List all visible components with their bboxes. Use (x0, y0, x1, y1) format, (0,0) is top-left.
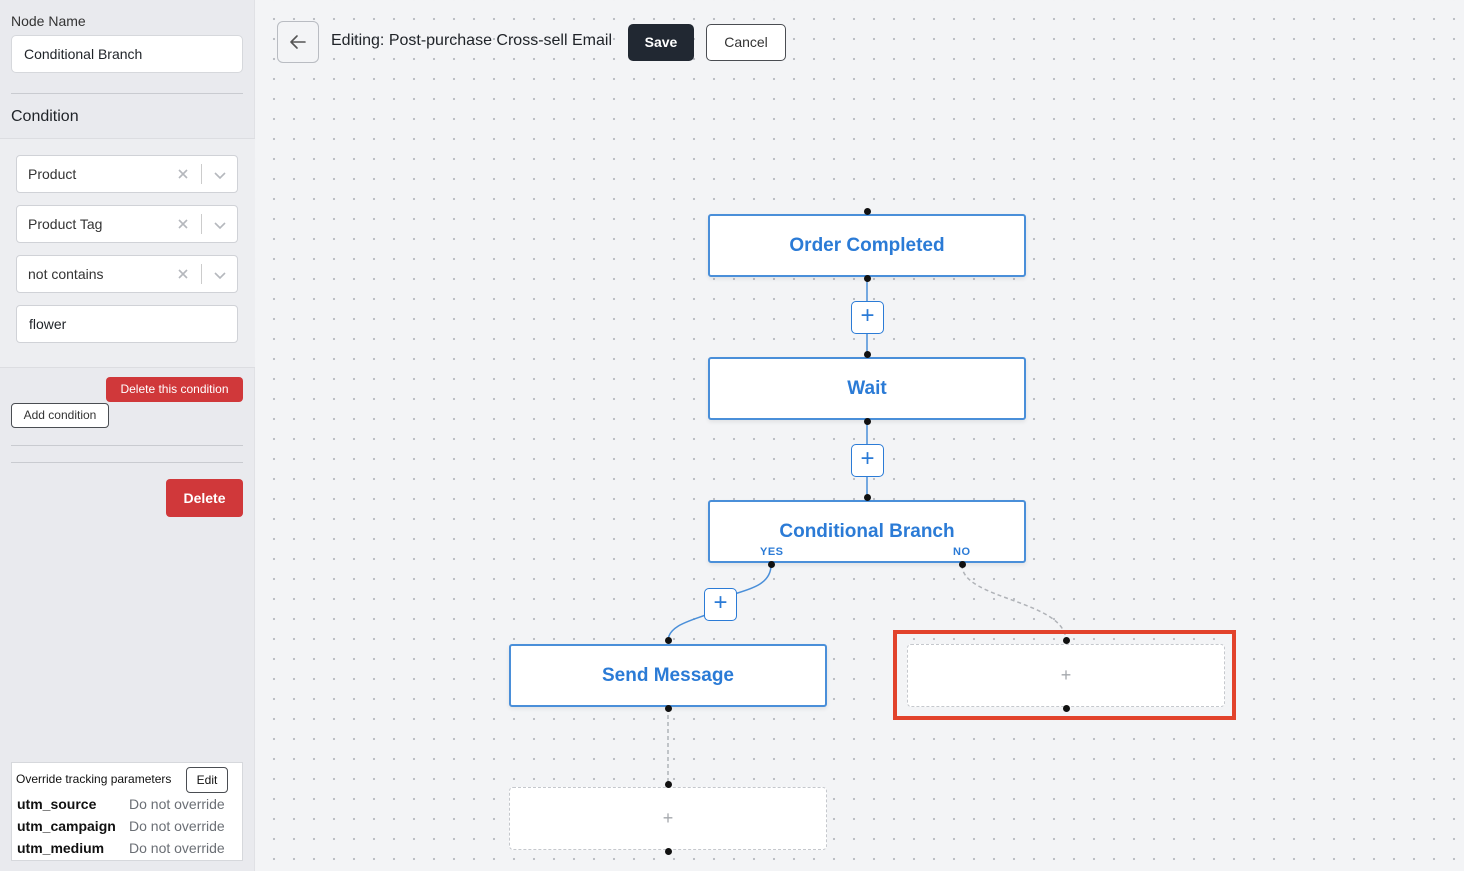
condition-property-select[interactable]: Product Tag (16, 205, 238, 243)
select-value: Product Tag (28, 216, 103, 232)
edit-tracking-button[interactable]: Edit (186, 767, 228, 793)
edge-no-branch (961, 564, 1067, 642)
close-icon[interactable] (174, 165, 192, 183)
connection-handle[interactable] (864, 275, 871, 282)
divider (11, 93, 243, 94)
select-separator (201, 214, 202, 234)
add-step-button[interactable]: + (851, 444, 884, 477)
connection-handle[interactable] (959, 561, 966, 568)
flow-node-wait[interactable]: Wait (708, 357, 1026, 420)
node-name-label: Node Name (11, 13, 86, 29)
add-node-placeholder-no[interactable]: + (907, 644, 1225, 707)
node-name-input[interactable]: Conditional Branch (11, 35, 243, 73)
connection-handle[interactable] (665, 781, 672, 788)
add-step-button[interactable]: + (851, 301, 884, 334)
select-value: Product (28, 166, 77, 182)
divider (11, 462, 243, 463)
save-button[interactable]: Save (628, 24, 694, 61)
delete-node-button[interactable]: Delete (166, 479, 243, 517)
tracking-key: utm_source (17, 796, 97, 812)
connection-handle[interactable] (1063, 637, 1070, 644)
connection-handle[interactable] (864, 494, 871, 501)
condition-heading: Condition (11, 108, 79, 125)
select-value: not contains (28, 266, 104, 282)
yes-branch-label: YES (760, 546, 784, 558)
highlighted-drop-zone (893, 630, 1236, 720)
no-branch-label: NO (953, 546, 971, 558)
add-condition-button[interactable]: Add condition (11, 403, 109, 428)
connection-handle[interactable] (864, 208, 871, 215)
connection-handle[interactable] (768, 561, 775, 568)
tracking-key: utm_medium (17, 840, 105, 856)
tracking-value: Do not override (129, 840, 225, 856)
tracking-label: Override tracking parameters (16, 772, 172, 786)
tracking-value: Do not override (129, 796, 225, 812)
tracking-key: utm_campaign (17, 818, 116, 834)
connection-handle[interactable] (1063, 705, 1070, 712)
flow-canvas[interactable] (255, 0, 1464, 871)
connection-handle[interactable] (864, 418, 871, 425)
flow-node-conditional-branch[interactable]: Conditional Branch (708, 500, 1026, 563)
flow-node-order-completed[interactable]: Order Completed (708, 214, 1026, 277)
select-separator (201, 164, 202, 184)
condition-field-select[interactable]: Product (16, 155, 238, 193)
node-settings-sidebar: Node Name Conditional Branch Condition P… (0, 0, 255, 871)
connection-handle[interactable] (665, 637, 672, 644)
connection-handle[interactable] (665, 705, 672, 712)
add-node-placeholder[interactable]: + (509, 787, 827, 850)
add-step-button[interactable]: + (704, 588, 737, 621)
connection-handle[interactable] (665, 848, 672, 855)
chevron-down-icon[interactable] (212, 217, 228, 233)
close-icon[interactable] (174, 265, 192, 283)
chevron-down-icon[interactable] (212, 167, 228, 183)
delete-condition-button[interactable]: Delete this condition (106, 377, 243, 402)
chevron-down-icon[interactable] (212, 267, 228, 283)
divider (11, 445, 243, 446)
tracking-parameters-panel: Override tracking parameters Edit utm_so… (11, 762, 243, 861)
arrow-left-icon (290, 35, 306, 49)
page-title: Editing: Post-purchase Cross-sell Email (331, 32, 612, 49)
back-button[interactable] (277, 21, 319, 63)
flow-node-send-message[interactable]: Send Message (509, 644, 827, 707)
select-separator (201, 264, 202, 284)
tracking-value: Do not override (129, 818, 225, 834)
cancel-button[interactable]: Cancel (706, 24, 786, 61)
condition-value-input[interactable]: flower (16, 305, 238, 343)
condition-operator-select[interactable]: not contains (16, 255, 238, 293)
connection-handle[interactable] (864, 351, 871, 358)
close-icon[interactable] (174, 215, 192, 233)
